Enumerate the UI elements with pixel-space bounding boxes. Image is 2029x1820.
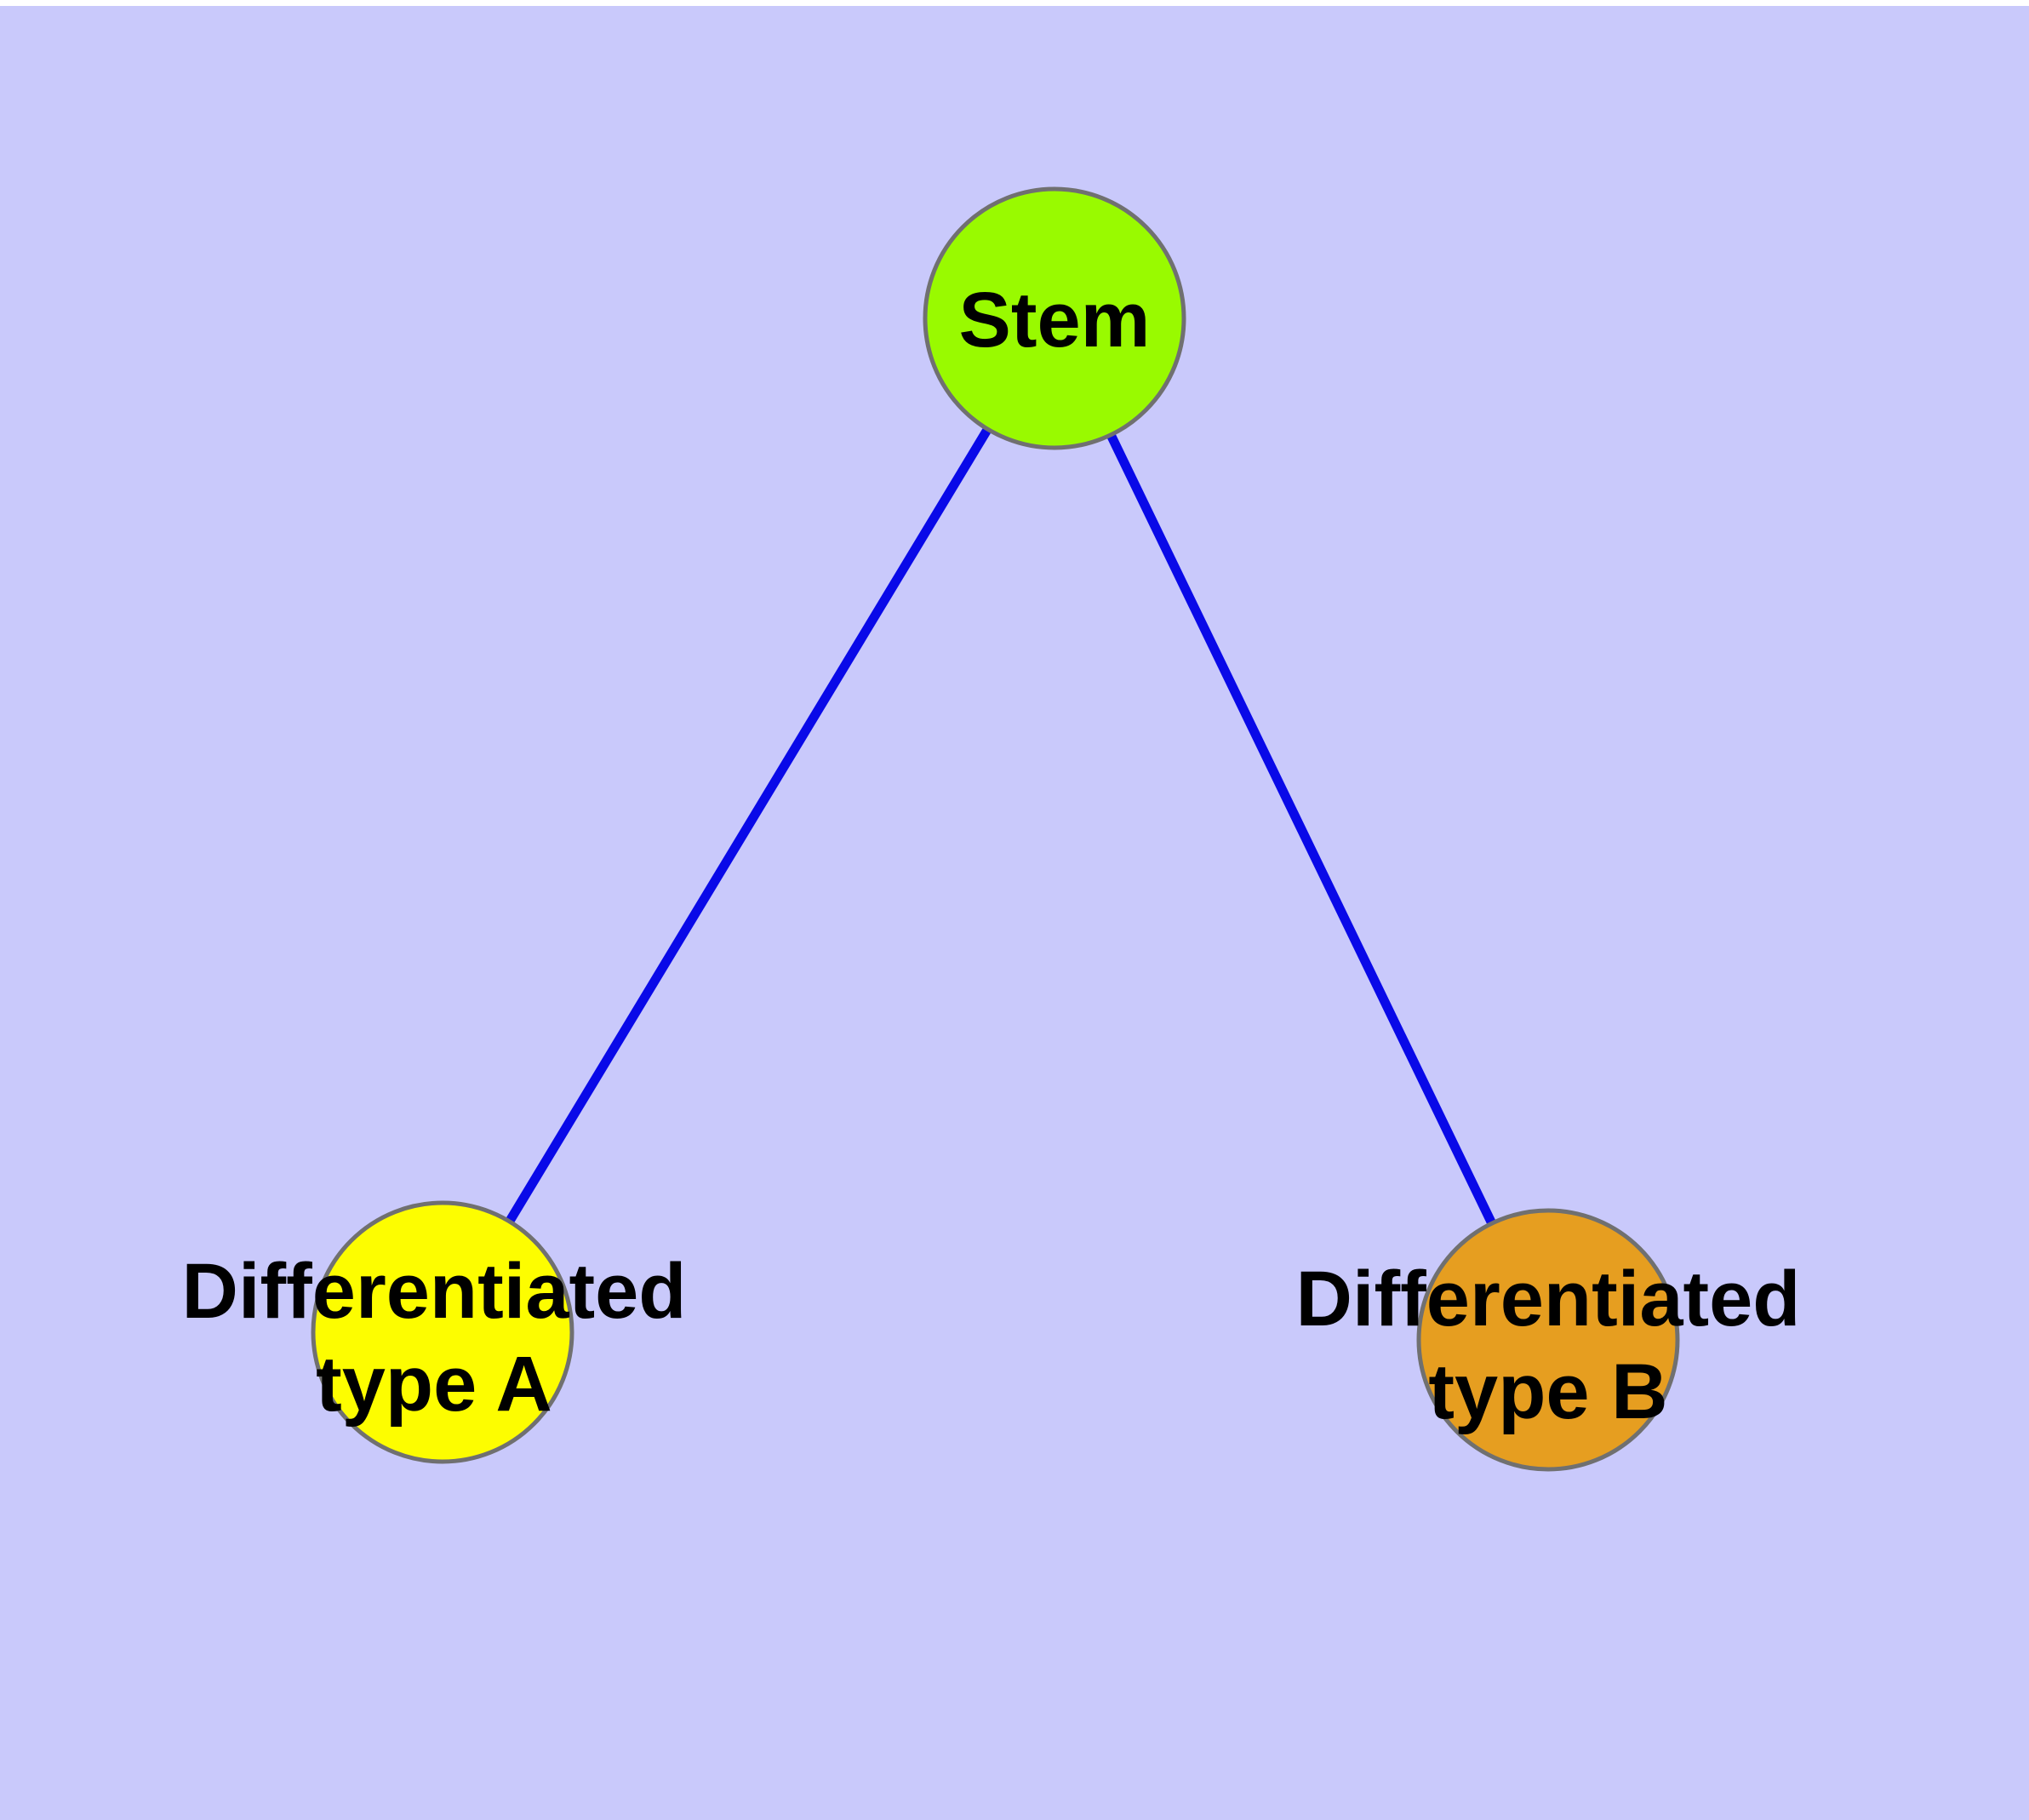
node-differentiated-type-a-label-line1: Differentiated — [182, 1248, 687, 1335]
edge-stem-to-type-b — [1050, 316, 1552, 1342]
node-stem-circle — [923, 186, 1186, 450]
edge-stem-to-type-a — [438, 316, 1059, 1335]
node-differentiated-type-a-label-line2: type A — [316, 1341, 552, 1428]
node-differentiated-type-b-label-line2: type B — [1428, 1348, 1667, 1435]
node-differentiated-type-b-circle — [1416, 1208, 1680, 1472]
node-differentiated-type-a: Differentiated type A — [182, 1200, 687, 1464]
node-stem: Stem — [923, 186, 1186, 450]
node-differentiated-type-b-label-line1: Differentiated — [1296, 1256, 1801, 1342]
edge-layer — [438, 316, 1552, 1342]
node-differentiated-type-b: Differentiated type B — [1296, 1208, 1801, 1472]
node-differentiated-type-a-circle — [311, 1200, 574, 1464]
node-stem-label: Stem — [959, 277, 1151, 363]
